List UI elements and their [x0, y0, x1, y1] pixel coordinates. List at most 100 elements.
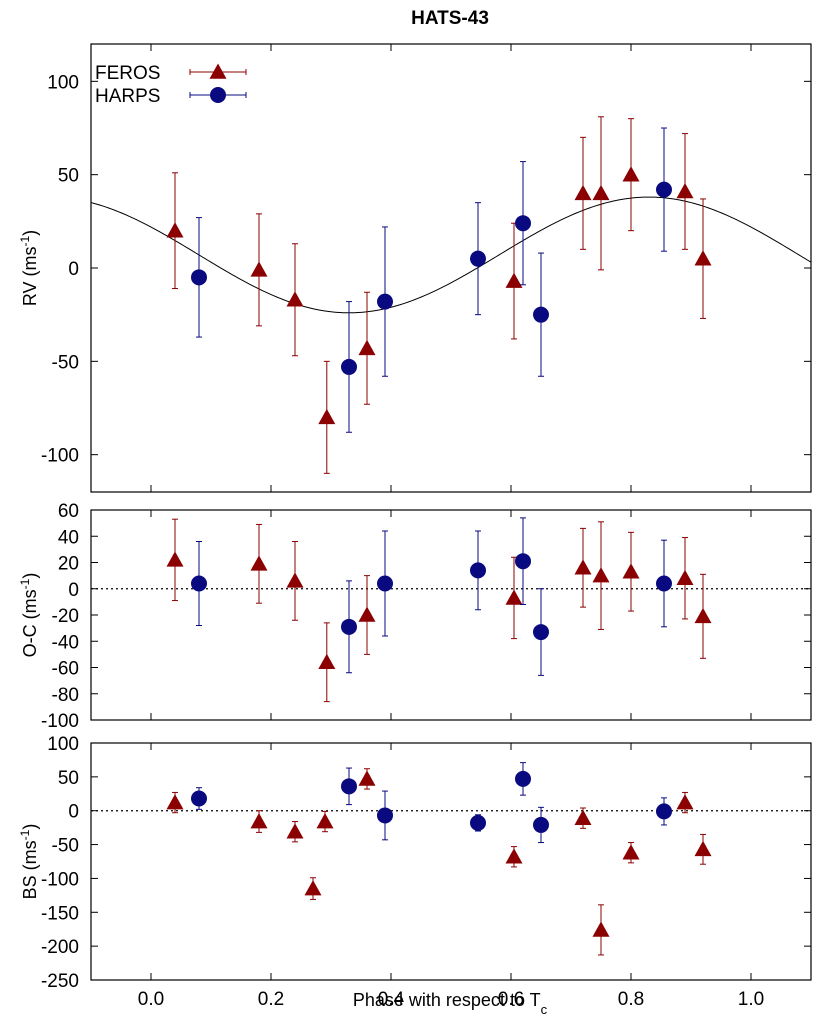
y-tick-label: 60 [58, 501, 79, 522]
plot-frame [90, 509, 812, 721]
harps-point [341, 618, 357, 635]
feros-point [209, 63, 227, 79]
y-axis-label-end: ) [20, 824, 40, 830]
feros-point [318, 408, 336, 425]
feros-point [166, 794, 184, 810]
y-tick-label: 100 [47, 72, 79, 93]
x-axis-label-text: Phase with respect to Tc [353, 990, 548, 1017]
y-tick-label: -100 [41, 446, 79, 467]
harps-point [341, 778, 357, 795]
harps-point [377, 575, 393, 592]
panel-rv: -100 -50 0 50 100 RV (ms-1) [18, 43, 812, 493]
series-harps [191, 762, 672, 844]
y-tick-label: 50 [58, 768, 79, 789]
feros-point [676, 794, 694, 810]
harps-point [341, 358, 357, 375]
x-axis-label: Phase with respect to Tc [353, 990, 548, 1017]
feros-point [694, 607, 712, 624]
plot-frame [90, 43, 812, 493]
feros-point [676, 182, 694, 199]
y-tick-label: 100 [47, 734, 79, 755]
y-axis-label-sup: -1 [18, 829, 32, 840]
harps-point [377, 293, 393, 310]
feros-point [250, 813, 268, 829]
y-axis-label: O-C (ms-1) [18, 573, 40, 658]
y-tick-label: 0 [68, 259, 79, 280]
y-tick-label: 20 [58, 554, 79, 575]
y-axis-label-sup: -1 [18, 578, 32, 589]
y-tick-label: -80 [52, 685, 79, 706]
series-feros [166, 768, 712, 956]
x-tick-label: 1.0 [738, 989, 764, 1010]
feros-point [250, 555, 268, 571]
y-tick-label: 0 [68, 580, 79, 601]
feros-point [358, 606, 376, 622]
harps-point [515, 553, 531, 570]
harps-point [191, 269, 207, 286]
feros-point [304, 880, 322, 896]
feros-point [622, 166, 640, 182]
harps-point [210, 87, 226, 103]
series-harps [191, 517, 672, 676]
feros-point [358, 770, 376, 786]
harps-point [515, 215, 531, 232]
feros-point [166, 551, 184, 567]
legend-label-harps: HARPS [95, 86, 160, 107]
harps-point [377, 807, 393, 824]
y-axis-label-end: ) [20, 230, 40, 236]
y-tick-label: -100 [41, 869, 79, 890]
y-tick-label: -50 [52, 352, 79, 373]
y-axis-label-text: RV (ms [20, 247, 40, 307]
harps-point [191, 575, 207, 592]
feros-point [622, 563, 640, 579]
harps-point [533, 816, 549, 833]
y-tick-label: -40 [52, 632, 79, 653]
feros-point [286, 572, 304, 588]
series-feros [166, 116, 712, 474]
harps-point [470, 562, 486, 579]
y-axis-label-text: O-C (ms [20, 589, 40, 657]
x-tick-label: 0.8 [618, 989, 644, 1010]
harps-point [533, 624, 549, 641]
y-tick-label: 50 [58, 166, 79, 187]
series-feros [166, 518, 712, 703]
y-axis-label: RV (ms-1) [18, 230, 40, 306]
y-axis-label: BS (ms-1) [18, 824, 40, 900]
plot-frame [90, 742, 812, 981]
x-tick-label: 0.0 [138, 989, 164, 1010]
y-axis-label-sup: -1 [18, 236, 32, 247]
y-tick-label: -200 [41, 937, 79, 958]
model-curve [90, 196, 812, 314]
series-harps [191, 127, 672, 433]
y-axis-label-end: ) [20, 573, 40, 579]
x-axis-label-sub: c [541, 1002, 548, 1017]
y-tick-label: -150 [41, 903, 79, 924]
y-tick-label: -20 [52, 606, 79, 627]
harps-point [656, 181, 672, 198]
figure-title: HATS-43 [411, 8, 489, 29]
harps-point [656, 803, 672, 820]
feros-point [574, 809, 592, 825]
feros-point [574, 559, 592, 575]
x-axis-label-main: Phase with respect to T [353, 990, 541, 1010]
x-tick-label: 0.6 [498, 989, 524, 1010]
harps-point [191, 790, 207, 807]
feros-point [694, 250, 712, 266]
harps-point [470, 814, 486, 831]
harps-point [470, 250, 486, 267]
feros-point [505, 589, 523, 605]
feros-point [622, 844, 640, 860]
y-tick-label: -250 [41, 971, 79, 992]
feros-point [592, 184, 610, 201]
y-tick-label: 0 [68, 802, 79, 823]
feros-point [505, 272, 523, 288]
feros-point [166, 222, 184, 238]
feros-point [694, 840, 712, 857]
y-tick-label: -50 [52, 836, 79, 857]
feros-point [592, 567, 610, 583]
legend-label-feros: FEROS [95, 63, 160, 84]
